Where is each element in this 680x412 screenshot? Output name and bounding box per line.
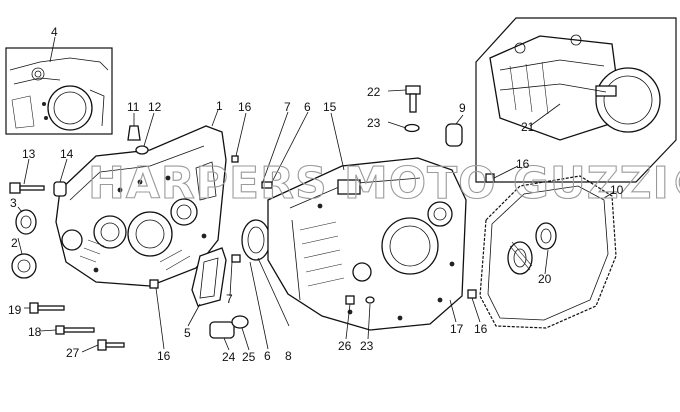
callout-16-bottom-right: 16 bbox=[474, 322, 488, 336]
gearbox-case-right bbox=[267, 157, 467, 331]
callout-3: 3 bbox=[10, 196, 17, 210]
bolt-26 bbox=[345, 295, 355, 305]
gearbox-case-left bbox=[55, 125, 227, 287]
screw-18 bbox=[55, 325, 95, 335]
callout-26: 26 bbox=[338, 339, 352, 353]
gasket-10 bbox=[479, 175, 617, 329]
detail-inset-seal bbox=[5, 47, 113, 135]
callout-13: 13 bbox=[22, 147, 36, 161]
callout-27: 27 bbox=[66, 346, 80, 360]
dowel-16-top bbox=[231, 155, 239, 163]
callout-16-center: 16 bbox=[516, 157, 530, 171]
breather-11 bbox=[127, 125, 141, 141]
callout-6-bottom: 6 bbox=[264, 349, 271, 363]
callout-7-top: 7 bbox=[284, 100, 291, 114]
callout-12: 12 bbox=[148, 100, 162, 114]
callout-17: 17 bbox=[450, 322, 464, 336]
dowel-16-left bbox=[149, 279, 159, 289]
watermark-text: HARPERS MOTO GUZZI© bbox=[88, 158, 680, 209]
bearing-2 bbox=[11, 253, 37, 279]
callout-16-top: 16 bbox=[238, 100, 252, 114]
gasket-5 bbox=[191, 247, 227, 307]
screw-22 bbox=[405, 85, 421, 113]
callout-4: 4 bbox=[51, 25, 58, 39]
pin-7-and-nut bbox=[231, 181, 273, 263]
callout-11: 11 bbox=[127, 100, 140, 114]
callout-2: 2 bbox=[11, 236, 18, 250]
bearing-20-large bbox=[507, 241, 533, 275]
callout-7-bottom: 7 bbox=[226, 292, 233, 306]
detail-inset-gearbox-assembly bbox=[475, 17, 677, 183]
washer-23-bottom bbox=[365, 296, 375, 304]
callout-6-top: 6 bbox=[304, 100, 311, 114]
screw-27 bbox=[97, 339, 125, 351]
washer-12 bbox=[135, 145, 149, 155]
callout-24: 24 bbox=[222, 350, 236, 364]
screw-19 bbox=[29, 302, 65, 314]
washer-23-top bbox=[404, 123, 420, 133]
bearing-3 bbox=[15, 209, 37, 235]
leader-lines bbox=[17, 36, 615, 353]
plug-14 bbox=[53, 181, 67, 197]
callout-25: 25 bbox=[242, 350, 256, 364]
callout-20: 20 bbox=[538, 272, 552, 286]
bearing-20-small bbox=[535, 222, 557, 250]
callout-16-bottom-left: 16 bbox=[157, 349, 171, 363]
callout-1: 1 bbox=[216, 99, 223, 113]
callout-22: 22 bbox=[367, 85, 381, 99]
callout-14: 14 bbox=[60, 147, 74, 161]
callout-19: 19 bbox=[8, 303, 22, 317]
callout-5: 5 bbox=[184, 326, 191, 340]
dowel-16-lower bbox=[467, 289, 477, 299]
bush-9 bbox=[445, 123, 463, 147]
callout-18: 18 bbox=[28, 325, 42, 339]
callout-8: 8 bbox=[285, 349, 292, 363]
gasket-6-and-seal bbox=[241, 219, 271, 261]
washer-25 bbox=[231, 315, 249, 329]
callout-9: 9 bbox=[459, 101, 466, 115]
callout-labels: 4 11 12 1 16 7 6 15 22 23 9 21 16 10 20 … bbox=[8, 25, 624, 364]
callout-15: 15 bbox=[323, 100, 337, 114]
callout-23-top: 23 bbox=[367, 116, 381, 130]
callout-23-bottom: 23 bbox=[360, 339, 374, 353]
callout-10: 10 bbox=[610, 183, 624, 197]
plug-24 bbox=[209, 321, 235, 339]
bolt-13 bbox=[9, 182, 45, 194]
callout-21: 21 bbox=[521, 120, 535, 134]
